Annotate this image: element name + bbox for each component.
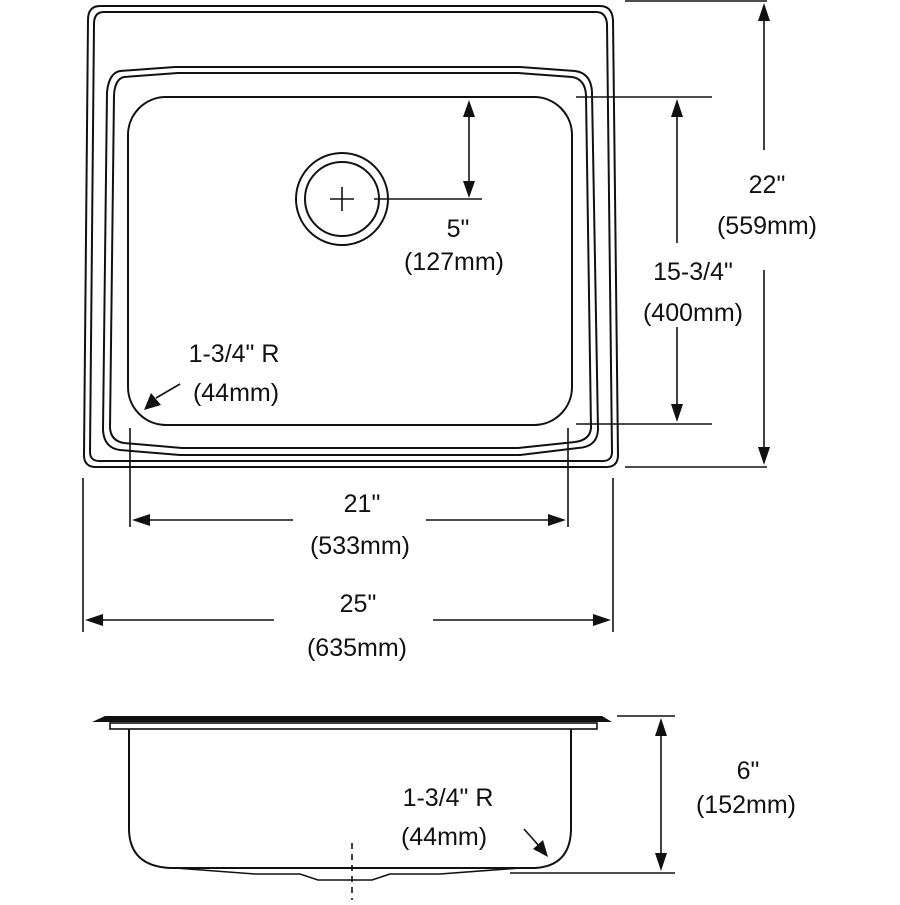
drain-offset-inches: 5" — [447, 215, 470, 243]
side-corner-radius-inches: 1-3/4" R — [403, 784, 494, 812]
side-corner-radius-callout: 1-3/4" R (44mm) — [401, 784, 548, 857]
drain-center-cross-icon — [330, 187, 354, 211]
depth-mm: (152mm) — [696, 791, 796, 819]
side-view: 1-3/4" R (44mm) 6" (152mm) — [92, 715, 796, 900]
deck-inner-outline — [108, 72, 593, 449]
bowl-width-inches: 21" — [344, 490, 381, 518]
outer-rim-inner-outline — [88, 11, 614, 463]
side-corner-radius-mm: (44mm) — [401, 823, 487, 851]
overall-length-dimension: 22" (559mm) — [625, 0, 817, 468]
overall-width-inches: 25" — [340, 590, 377, 618]
bottom-drain-profile — [174, 867, 521, 881]
deck-outline — [101, 66, 600, 456]
drain-offset-mm: (127mm) — [404, 248, 504, 276]
top-corner-radius-inches: 1-3/4" R — [189, 340, 280, 368]
drain-offset-dimension: 5" (127mm) — [374, 100, 504, 276]
rim-flange — [92, 716, 612, 722]
bowl-length-mm: (400mm) — [643, 299, 743, 327]
overall-length-inches: 22" — [749, 171, 786, 199]
overall-width-dimension: 25" (635mm) — [82, 478, 614, 662]
outer-rim-outline — [82, 5, 620, 469]
bowl-length-dimension: 15-3/4" (400mm) — [576, 96, 743, 425]
overall-width-mm: (635mm) — [307, 634, 407, 662]
top-corner-radius-callout: 1-3/4" R (44mm) — [144, 340, 279, 410]
bowl-width-mm: (533mm) — [310, 532, 410, 560]
overall-length-mm: (559mm) — [717, 212, 817, 240]
top-corner-radius-mm: (44mm) — [193, 379, 279, 407]
bowl-width-dimension: 21" (533mm) — [129, 428, 569, 560]
bowl-length-inches: 15-3/4" — [653, 258, 733, 286]
depth-inches: 6" — [737, 757, 760, 785]
depth-dimension: 6" (152mm) — [510, 715, 796, 874]
bowl-profile — [128, 729, 572, 869]
bowl-outline — [127, 96, 573, 426]
top-view: 5" (127mm) 1-3/4" R (44mm) 15-3/4" (400m… — [82, 0, 817, 662]
rim-lip — [109, 722, 598, 730]
